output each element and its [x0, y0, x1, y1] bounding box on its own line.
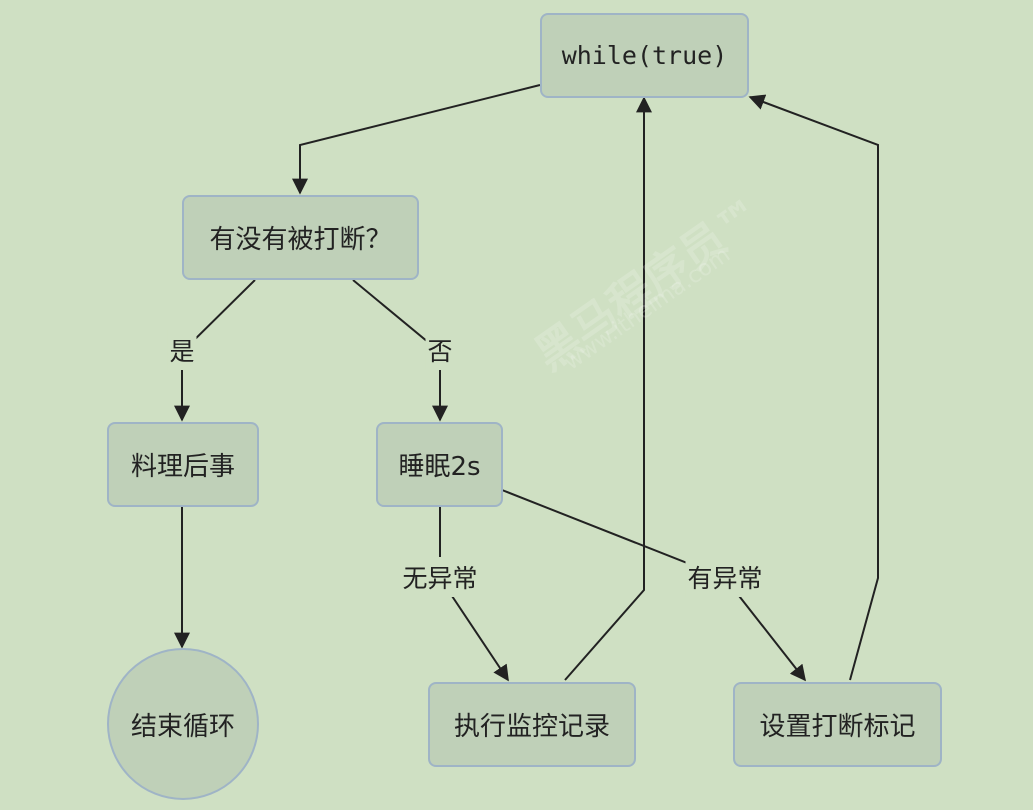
edge-label-no: 否: [425, 330, 455, 370]
node-while-true: while(true): [540, 13, 749, 98]
node-do-monitor: 执行监控记录: [428, 682, 636, 767]
edge-monitor-to-loop: [564, 96, 652, 681]
node-check-interrupted: 有没有被打断？: [182, 195, 419, 280]
edge-label-has-exception: 有异常: [685, 557, 765, 597]
edge-flag-to-loop: [748, 94, 879, 681]
node-sleep: 睡眠2s: [376, 422, 503, 507]
node-end-loop: 结束循环: [107, 648, 259, 800]
node-cleanup: 料理后事: [107, 422, 259, 507]
edge-label-yes: 是: [167, 330, 197, 370]
edge-loop-to-check: [292, 84, 541, 195]
edge-label-no-exception: 无异常: [400, 557, 480, 597]
node-set-interrupt-flag: 设置打断标记: [733, 682, 942, 767]
